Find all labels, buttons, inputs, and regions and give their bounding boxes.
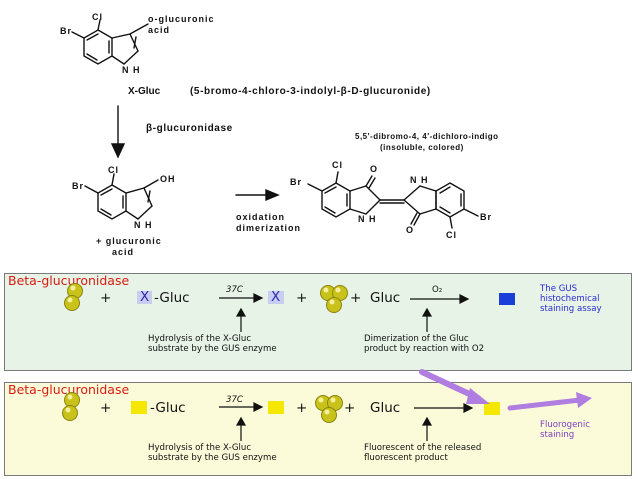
arrow-down-icon — [110, 143, 126, 159]
substrate-box-icon — [131, 401, 147, 414]
indoxyl-structure — [84, 173, 159, 220]
enzyme-icon — [64, 283, 83, 311]
reaction-line2: dimerization — [236, 223, 302, 233]
top-nh-label: N H — [122, 65, 141, 75]
panel2-note1-line1: Hydrolysis of the X-Gluc — [148, 443, 252, 453]
panel1-title: Beta-glucuronidase — [8, 273, 130, 288]
panel1-x-free: X — [271, 289, 281, 305]
panel2-temp: 37C — [226, 395, 243, 405]
indigo-br-right: Br — [480, 212, 493, 222]
panel2-result-line1: Fluorogenic — [540, 420, 590, 430]
enzyme-icon — [320, 285, 348, 313]
product-name: 5,5'-dibromo-4, 4'-dichloro-indigo — [355, 132, 499, 141]
indigo-cl-right: Cl — [446, 230, 457, 240]
byproduct-line1: + glucuronic — [96, 236, 162, 246]
panel1-note1-line1: Hydrolysis of the X-Gluc — [148, 334, 252, 344]
top-br-label: Br — [60, 26, 73, 36]
panel1-plus1: + — [100, 290, 112, 306]
top-substituent-line2: acid — [148, 25, 171, 35]
panel1-result-line3: staining assay — [540, 304, 602, 314]
indigo-structure — [307, 171, 479, 229]
enzyme-label: β-glucuronidase — [146, 123, 233, 134]
panel1-substrate-x: X — [140, 289, 150, 305]
xgluc-structure — [71, 19, 149, 65]
top-substituent-line1: o-glucuronic — [148, 14, 215, 24]
indigo-cl-left: Cl — [332, 160, 343, 170]
top-cl-label: Cl — [92, 12, 103, 22]
panel1-plus2: + — [296, 290, 308, 306]
product-properties: (insoluble, colored) — [380, 143, 464, 152]
panel1-result-line1: The GUS — [540, 284, 578, 294]
indigo-nh-right: N H — [410, 175, 429, 185]
panel2-substrate-gluc: -Gluc — [150, 400, 186, 416]
panel1-oxygen: O₂ — [432, 285, 443, 295]
panel2-note2-line2: fluorescent product — [364, 453, 448, 463]
product-box-icon — [484, 402, 500, 415]
panel1-plus3: + — [350, 290, 362, 306]
mid-br-label: Br — [72, 181, 85, 191]
panel2-gluc: Gluc — [370, 400, 401, 416]
panel2-note1-line2: substrate by the GUS enzyme — [148, 453, 277, 463]
gus-assay-panel — [4, 273, 632, 371]
mid-nh-label: N H — [134, 220, 153, 230]
mid-oh-label: OH — [160, 174, 176, 184]
indigo-o-bottom: O — [406, 225, 415, 235]
panel2-result-line2: staining — [540, 430, 575, 440]
panel2-plus3: + — [344, 400, 356, 416]
reaction-line1: oxidation — [236, 212, 285, 222]
byproduct-line2: acid — [112, 247, 135, 257]
panel2-plus2: + — [296, 400, 308, 416]
substrate-box-icon — [137, 291, 152, 304]
arrow-right-icon — [265, 188, 280, 202]
purple-arrow-icon — [419, 369, 490, 404]
purple-arrow-icon — [507, 392, 592, 411]
panel1-substrate-gluc: -Gluc — [154, 290, 190, 306]
xgluc-full-name: (5-bromo-4-chloro-3-indolyl-β-D-glucuron… — [190, 86, 431, 97]
panel1-temp: 37C — [226, 285, 243, 295]
panel2-note2-line1: Fluorescent of the released — [364, 443, 482, 453]
substrate-box-icon — [268, 291, 284, 304]
indigo-nh-left: N H — [358, 214, 377, 224]
panel1-gluc: Gluc — [370, 290, 401, 306]
panel2-plus1: + — [100, 400, 112, 416]
panel1-note1-line2: substrate by the GUS enzyme — [148, 344, 277, 354]
enzyme-icon — [62, 392, 80, 421]
panel1-note2-line2: product by reaction with O2 — [364, 344, 485, 354]
substrate-box-icon — [268, 401, 284, 414]
panel2-title: Beta-glucuronidase — [8, 382, 130, 397]
panel1-result-line2: histochemical — [540, 294, 600, 304]
indigo-br-left: Br — [290, 177, 303, 187]
xgluc-name: X-Gluc — [128, 86, 161, 97]
panel1-note2-line1: Dimerization of the Gluc — [364, 334, 469, 344]
indigo-o-top: O — [370, 164, 379, 174]
mid-cl-label: Cl — [108, 165, 119, 175]
product-box-icon — [499, 293, 515, 305]
enzyme-icon — [315, 395, 343, 423]
